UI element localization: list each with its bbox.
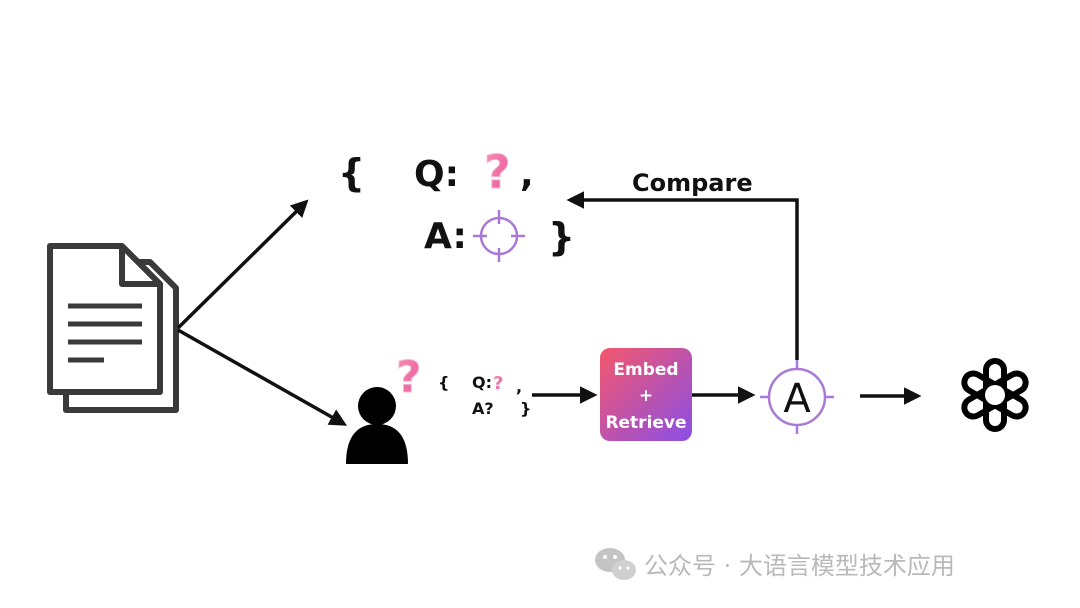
compare-arrow: [566, 191, 799, 360]
top-json-a-label: A:: [424, 216, 467, 257]
small-json-block: { Q: ? , A? }: [438, 373, 531, 418]
watermark-text: 公众号 · 大语言模型技术应用: [644, 552, 955, 580]
wechat-icon: [595, 548, 636, 580]
answer-target-icon: [760, 360, 834, 434]
embed-label: Embed: [613, 360, 678, 380]
small-question-mark-icon: ?: [493, 373, 503, 394]
arrow-doc-to-user: [177, 328, 348, 426]
retrieve-label: Retrieve: [605, 413, 686, 433]
small-json-comma: ,: [516, 377, 522, 396]
compare-label: Compare: [632, 169, 753, 197]
top-json-block: { Q: ? , A: }: [338, 145, 575, 262]
top-json-open-brace: {: [338, 151, 365, 195]
small-json-q-label: Q:: [472, 373, 492, 392]
small-json-close-brace: }: [520, 399, 531, 418]
top-json-q-label: Q:: [414, 154, 459, 195]
user-question-mark-icon: ?: [396, 352, 422, 403]
question-mark-icon: ?: [484, 145, 511, 199]
small-json-open-brace: {: [438, 373, 449, 392]
plus-label: +: [639, 386, 653, 406]
document-stack-icon: [47, 243, 179, 413]
top-json-comma: ,: [520, 154, 534, 195]
arrow-doc-to-top-json: [176, 199, 309, 330]
small-json-a-label: A?: [472, 399, 494, 418]
user-silhouette-icon: [346, 387, 408, 464]
watermark: 公众号 · 大语言模型技术应用: [595, 548, 955, 580]
openai-logo-icon: [961, 358, 1029, 432]
top-json-close-brace: }: [548, 215, 575, 259]
crosshair-target-icon: [473, 210, 525, 262]
embed-retrieve-box: Embed + Retrieve: [600, 348, 692, 441]
answer-label: A: [783, 376, 811, 422]
